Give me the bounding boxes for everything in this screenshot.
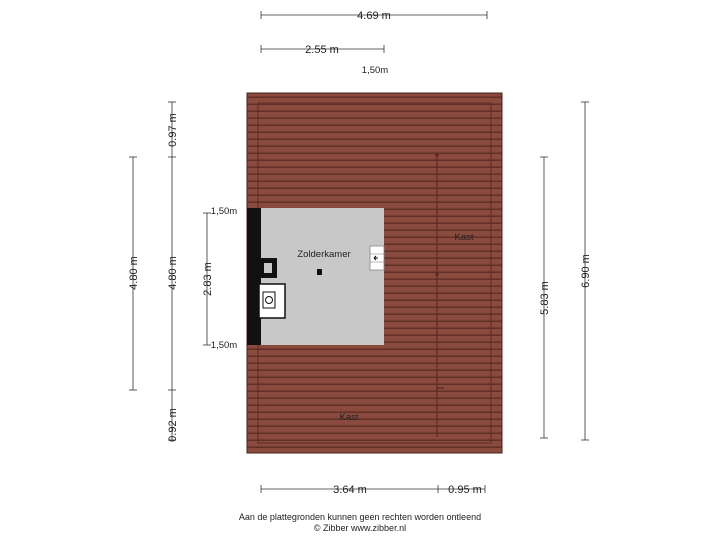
left-wall <box>247 208 261 345</box>
dim-left-bottom: 0.92 m <box>167 408 179 442</box>
room-label-kast-bottom: Kast <box>339 412 358 423</box>
dim-left-outer: 4.80 m <box>128 256 140 290</box>
dim-top-small: 1,50m <box>362 65 388 76</box>
dimension-lines <box>129 11 589 493</box>
room-label-kast-right: Kast <box>454 232 473 243</box>
dim-top-total: 4.69 m <box>357 10 391 22</box>
dim-left-inner: 4.80 m <box>167 256 179 290</box>
room-label-zolderkamer: Zolderkamer <box>297 249 350 260</box>
dim-left-top: 0.97 m <box>167 113 179 147</box>
dim-right-inner: 5.83 m <box>539 281 551 315</box>
stair-arrow-icon <box>373 255 378 261</box>
footer-disclaimer: Aan de plattegronden kunnen geen rechten… <box>238 512 482 522</box>
dim-left-room: 2.83 m <box>202 262 214 296</box>
footer-copyright: © Zibber www.zibber.nl <box>313 523 407 533</box>
dim-left-room-bottom: 1,50m <box>211 340 237 351</box>
dim-right-outer: 6.90 m <box>580 254 592 288</box>
dim-bottom-left: 3.64 m <box>333 484 367 496</box>
dim-bottom-right: 0.95 m <box>448 484 482 496</box>
post <box>317 269 322 275</box>
dim-left-room-top: 1,50m <box>211 206 237 217</box>
dim-top-partial: 2.55 m <box>305 44 339 56</box>
